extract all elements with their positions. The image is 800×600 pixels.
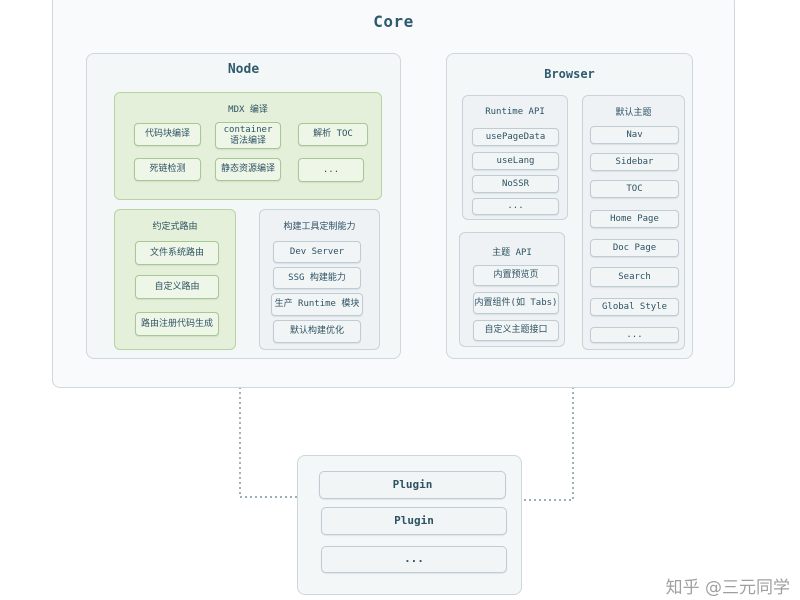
routing-item-custom: 自定义路由 <box>135 275 219 299</box>
plugin-item-2: Plugin <box>321 507 507 535</box>
browser-title: Browser <box>544 67 595 81</box>
mdx-compile-title: MDX 编译 <box>228 105 268 115</box>
theme-api-item-custom: 自定义主题接口 <box>473 320 559 341</box>
build-item-optimize: 默认构建优化 <box>273 320 361 343</box>
browser-box: Browser Runtime API usePageData useLang … <box>446 53 693 359</box>
build-tool-title: 构建工具定制能力 <box>283 222 356 232</box>
plugin-item-more: ... <box>321 546 507 573</box>
theme-item-doc-page: Doc Page <box>590 239 679 257</box>
theme-item-home-page: Home Page <box>590 210 679 228</box>
mdx-item-assets: 静态资源编译 <box>215 158 281 181</box>
build-item-dev-server: Dev Server <box>273 241 361 263</box>
connector-browser-to-plugin <box>522 362 574 501</box>
routing-group: 约定式路由 文件系统路由 自定义路由 路由注册代码生成 <box>114 209 236 350</box>
mdx-item-toc: 解析 TOC <box>298 123 368 146</box>
watermark: 知乎 @三元同学 <box>665 578 790 598</box>
theme-item-sidebar: Sidebar <box>590 153 679 171</box>
theme-api-item-preview: 内置预览页 <box>473 265 559 286</box>
mdx-item-deadlink: 死链检测 <box>134 158 201 181</box>
core-title: Core <box>373 12 414 31</box>
build-item-runtime: 生产 Runtime 模块 <box>271 293 363 316</box>
plugin-box: Plugin Plugin ... <box>297 455 522 595</box>
routing-item-codegen: 路由注册代码生成 <box>135 312 219 336</box>
default-theme-title: 默认主题 <box>615 108 652 118</box>
mdx-item-more: ... <box>298 158 364 182</box>
theme-item-toc: TOC <box>590 180 679 198</box>
mdx-item-container: container 语法编译 <box>215 122 281 149</box>
runtime-item-more: ... <box>472 198 559 215</box>
theme-item-global-style: Global Style <box>590 298 679 316</box>
theme-item-nav: Nav <box>590 126 679 144</box>
runtime-item-nossr: NoSSR <box>472 175 559 193</box>
theme-item-search: Search <box>590 267 679 287</box>
core-box: Core Node MDX 编译 代码块编译 container 语法编译 解析… <box>52 0 735 388</box>
connector-node-to-plugin <box>239 362 297 498</box>
mdx-compile-group: MDX 编译 代码块编译 container 语法编译 解析 TOC 死链检测 … <box>114 92 382 200</box>
build-item-ssg: SSG 构建能力 <box>273 267 361 289</box>
node-title: Node <box>227 62 260 77</box>
theme-api-title: 主题 API <box>492 248 532 258</box>
mdx-item-codeblock: 代码块编译 <box>134 123 201 146</box>
runtime-item-usepagedata: usePageData <box>472 128 559 146</box>
runtime-item-uselang: useLang <box>472 152 559 170</box>
routing-title: 约定式路由 <box>152 222 198 232</box>
runtime-api-title: Runtime API <box>485 107 545 117</box>
theme-api-item-components: 内置组件(如 Tabs) <box>473 292 559 314</box>
node-box: Node MDX 编译 代码块编译 container 语法编译 解析 TOC … <box>86 53 401 359</box>
default-theme-group: 默认主题 Nav Sidebar TOC Home Page Doc Page … <box>582 95 685 350</box>
routing-item-fs: 文件系统路由 <box>135 241 219 265</box>
theme-api-group: 主题 API 内置预览页 内置组件(如 Tabs) 自定义主题接口 <box>459 232 565 347</box>
plugin-item-1: Plugin <box>319 471 506 499</box>
runtime-api-group: Runtime API usePageData useLang NoSSR ..… <box>462 95 568 220</box>
theme-item-more: ... <box>590 327 679 343</box>
build-tool-group: 构建工具定制能力 Dev Server SSG 构建能力 生产 Runtime … <box>259 209 380 350</box>
